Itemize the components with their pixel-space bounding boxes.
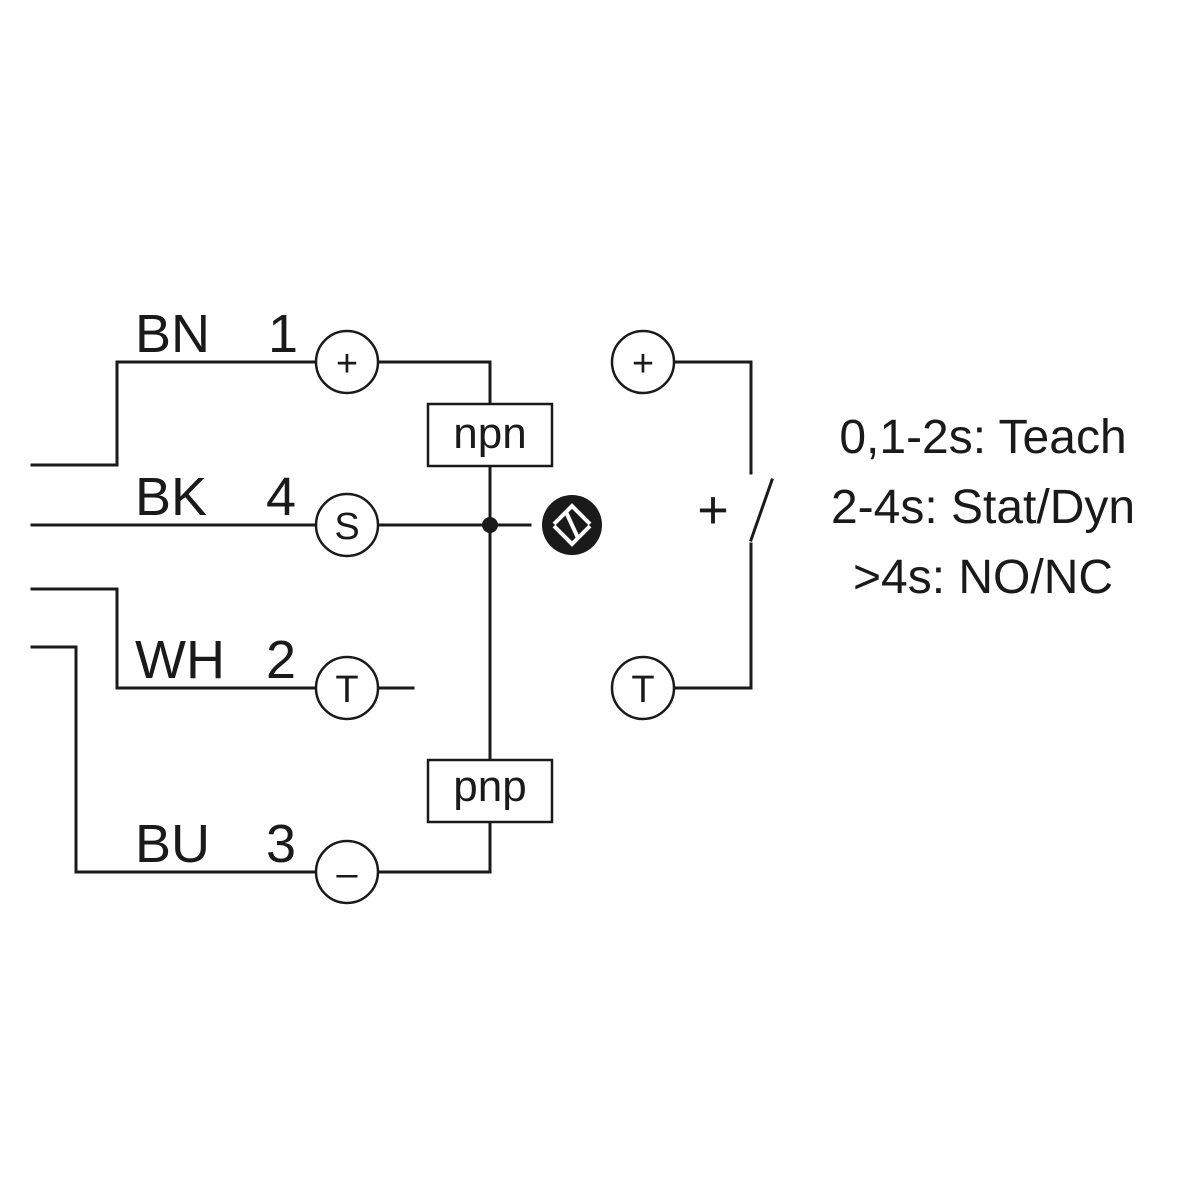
terminal-minus-symbol: –	[336, 853, 358, 895]
wire-wh-pin: 2	[266, 630, 296, 690]
terminal-plus-symbol: +	[336, 343, 358, 385]
teach-mode-line: >4s: NO/NC	[853, 551, 1113, 604]
wire-wh-color: WH	[135, 630, 225, 690]
teach-mode-line: 2-4s: Stat/Dyn	[831, 481, 1135, 534]
pnp-output-box: pnp	[426, 758, 554, 824]
teach-mode-line: 0,1-2s: Teach	[839, 411, 1126, 464]
terminal-plus: +	[314, 329, 380, 395]
pnp-label: pnp	[453, 762, 526, 811]
wiring-lines	[30, 360, 774, 874]
teach-switch-supply: +	[697, 480, 729, 540]
wire-plus-to-npn	[376, 360, 492, 406]
teach-circuit-t-terminal: T	[610, 655, 676, 721]
wire-bn	[30, 360, 318, 467]
terminal-minus: –	[314, 839, 380, 905]
wire-teach-t	[672, 542, 753, 690]
teach-switch-contact	[749, 478, 774, 542]
terminal-signal: S	[314, 492, 380, 558]
terminal-signal-symbol: S	[334, 506, 359, 548]
npn-label: npn	[453, 409, 526, 458]
teach-circuit-plus-symbol: +	[632, 343, 654, 385]
wire-bn-pin: 1	[268, 304, 298, 364]
npn-output-box: npn	[426, 402, 554, 468]
output-switching-icon	[542, 495, 602, 555]
wire-bu-pin: 3	[266, 814, 296, 874]
wire-bk-pin: 4	[266, 467, 296, 527]
wire-teach-plus	[672, 360, 753, 475]
wire-bu-color: BU	[135, 814, 210, 874]
wire-minus-to-pnp	[376, 820, 492, 874]
teach-circuit-plus-terminal: +	[610, 329, 676, 395]
teach-mode-notes: 0,1-2s: Teach 2-4s: Stat/Dyn >4s: NO/NC	[831, 411, 1135, 604]
wire-bn-color: BN	[135, 304, 210, 364]
terminal-teach: T	[314, 655, 380, 721]
teach-circuit-t-symbol: T	[631, 669, 654, 711]
wire-bu	[30, 645, 318, 874]
junction-dot	[482, 517, 498, 533]
terminal-teach-symbol: T	[335, 669, 358, 711]
wire-bk-color: BK	[135, 467, 207, 527]
wire-wh	[30, 587, 318, 690]
